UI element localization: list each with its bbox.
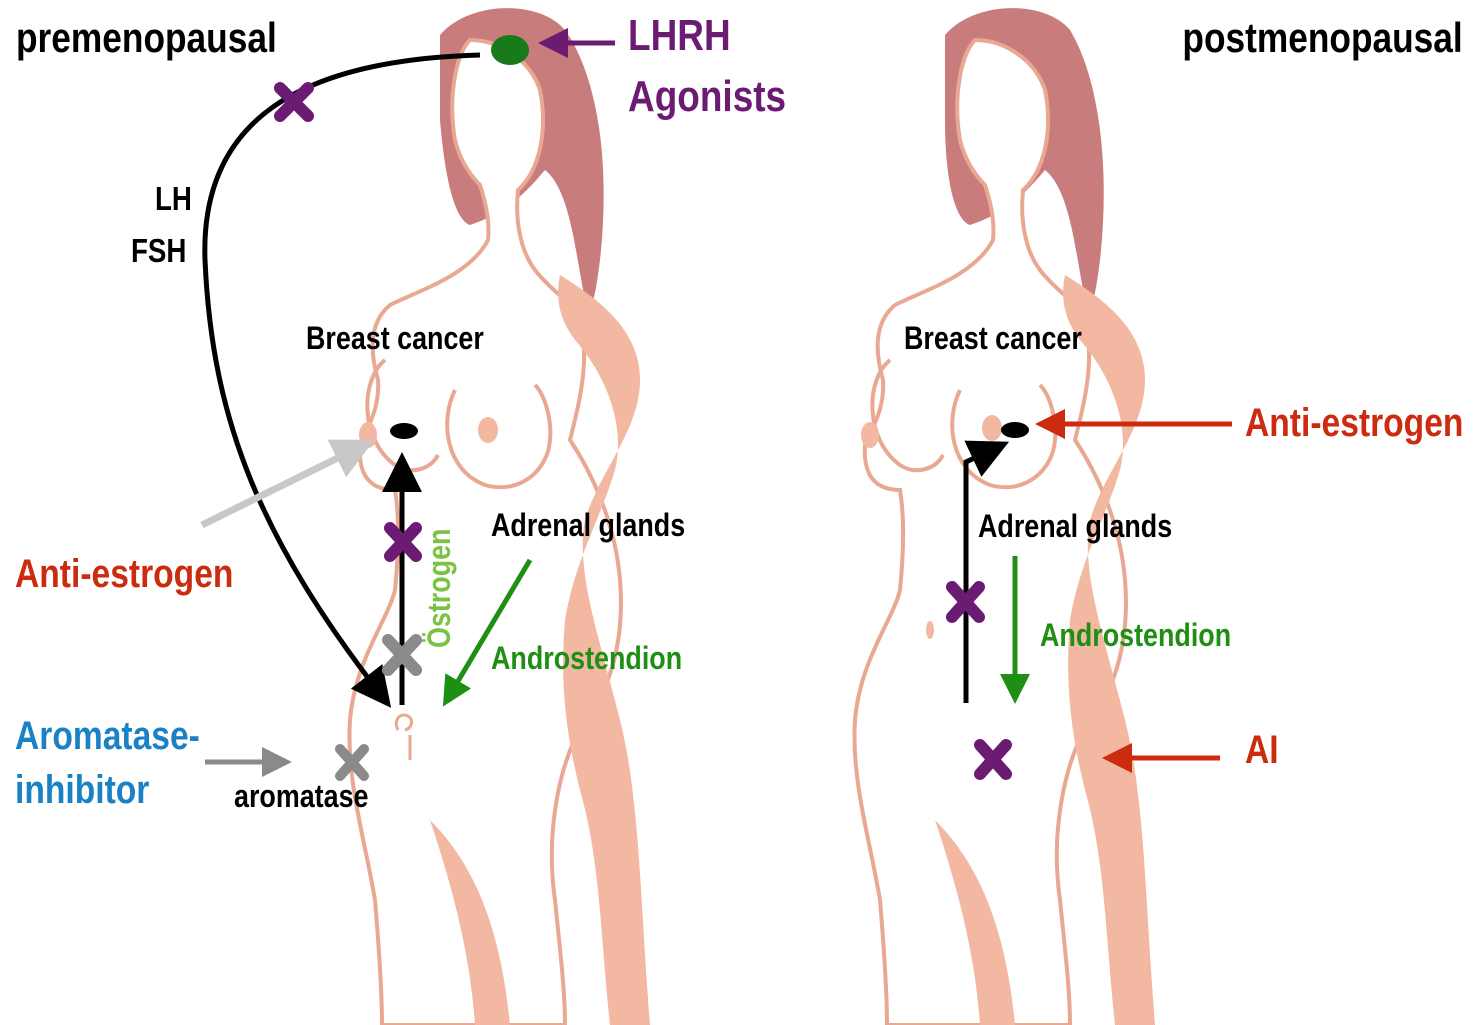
- left-nipple-left: [359, 422, 377, 448]
- right-navel: [926, 621, 934, 639]
- pituitary-gland-marker: [491, 35, 529, 65]
- left-anti-estrogen-label: Anti-estrogen: [15, 554, 233, 594]
- left-anti-estrogen-arrow: [202, 446, 362, 525]
- right-adrenal-glands-label: Adrenal glands: [978, 510, 1172, 542]
- right-androstendion-label: Androstendion: [1040, 619, 1231, 651]
- left-adrenal-glands-label: Adrenal glands: [491, 509, 685, 541]
- right-tumor-marker: [1001, 422, 1029, 438]
- right-nipple-left: [861, 422, 879, 448]
- lhrh-label: LHRH: [628, 14, 731, 58]
- right-breast-cancer-label: Breast cancer: [904, 322, 1082, 354]
- premenopausal-title: premenopausal: [16, 17, 277, 59]
- right-nipple-right: [982, 415, 1002, 441]
- ostrogen-label: Östrogen: [423, 529, 455, 648]
- left-nipple-right: [478, 417, 498, 443]
- right-anti-estrogen-label: Anti-estrogen: [1245, 403, 1463, 443]
- agonists-label: Agonists: [628, 75, 786, 119]
- lh-label: LH: [155, 182, 192, 215]
- left-tumor-marker: [390, 423, 418, 439]
- ai-label: AI: [1245, 730, 1279, 770]
- aromatase-inhibitor-label-line2: inhibitor: [15, 770, 149, 810]
- left-breast-cancer-label: Breast cancer: [306, 322, 484, 354]
- postmenopausal-title: postmenopausal: [1183, 17, 1463, 59]
- aromatase-inhibitor-label-line1: Aromatase-: [15, 716, 200, 756]
- aromatase-label: aromatase: [234, 780, 368, 812]
- fsh-label: FSH: [131, 234, 186, 267]
- left-androstendion-label: Androstendion: [491, 642, 682, 674]
